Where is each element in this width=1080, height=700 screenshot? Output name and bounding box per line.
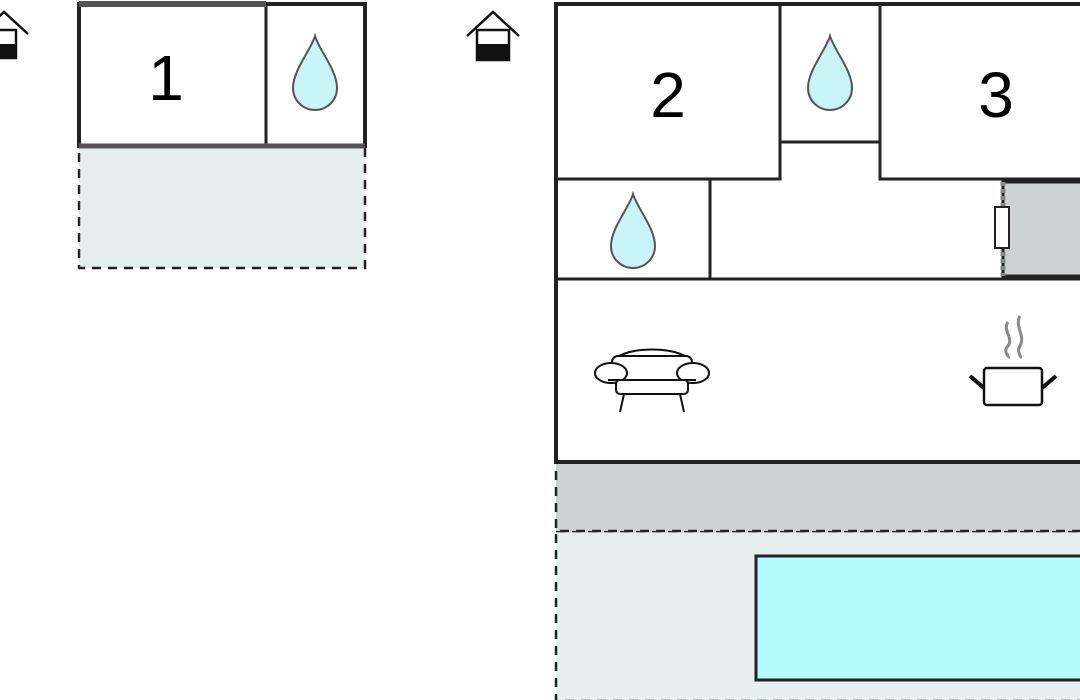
house-entrance-icon xyxy=(466,10,520,62)
room-label-1: 1 xyxy=(148,42,184,114)
house-entrance-icon xyxy=(0,10,29,60)
left-building: 1 xyxy=(0,1,367,270)
cooking-pot-icon xyxy=(968,315,1058,407)
swimming-pool xyxy=(754,554,1080,682)
outer-wall-right xyxy=(554,2,1080,464)
room-bedroom-1 xyxy=(77,2,268,148)
right-building: 2 3 xyxy=(466,2,1080,700)
sofa-icon xyxy=(594,348,710,413)
room-bedroom-3 xyxy=(878,2,1080,181)
terrace-left xyxy=(77,144,367,270)
room-label-2: 2 xyxy=(650,59,686,131)
covered-terrace xyxy=(554,460,1080,533)
room-annex xyxy=(1001,180,1080,278)
room-label-3: 3 xyxy=(978,59,1014,131)
radiator-icon xyxy=(994,206,1010,249)
